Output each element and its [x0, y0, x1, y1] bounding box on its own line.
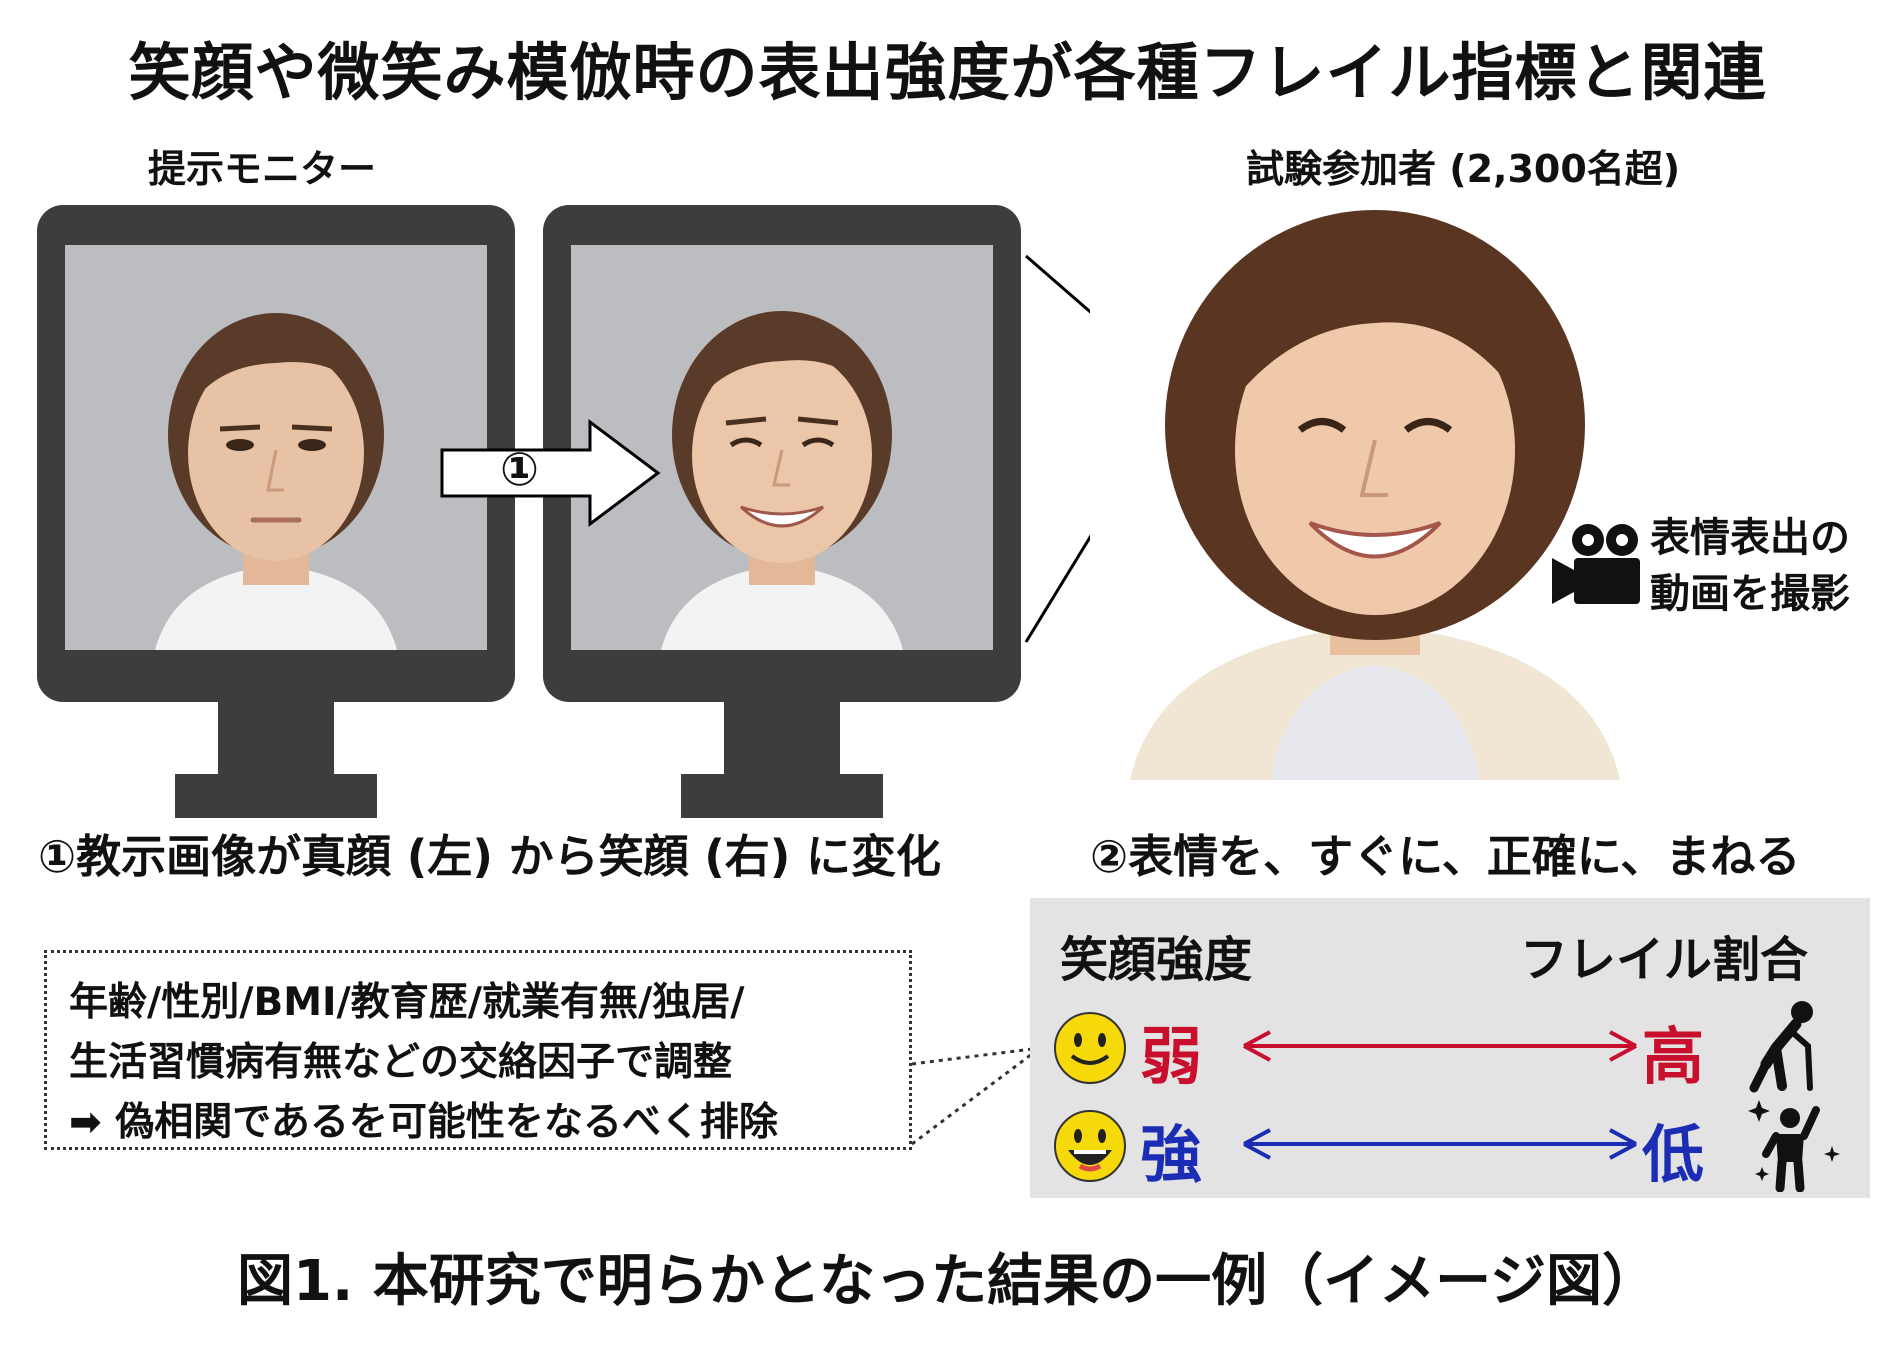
frail-person-icon: [1746, 998, 1826, 1098]
participant-image: [1090, 205, 1660, 780]
caption-right: ②表情を、すぐに、正確に、まねる: [1090, 830, 1801, 883]
big-smile-icon: [1052, 1108, 1128, 1188]
confounder-note: 年齢/性別/BMI/教育歴/就業有無/独居/ 生活習慣病有無などの交絡因子で調整…: [44, 950, 912, 1150]
figure-caption: 図1. 本研究で明らかとなった結果の一例（イメージ図）: [237, 1249, 1658, 1314]
strong-label: 強: [1140, 1118, 1203, 1191]
video-camera-icon: [1548, 520, 1648, 612]
note-line-3: ➡ 偽相関であるを可能性をなるべく排除: [69, 1100, 778, 1145]
main-title: 笑顔や微笑み模倣時の表出強度が各種フレイル指標と関連: [128, 36, 1767, 109]
change-arrow: ①: [440, 418, 662, 532]
caption-left: ①教示画像が真顔 (左) から笑顔 (右) に変化: [38, 830, 942, 883]
healthy-person-icon: [1746, 1092, 1846, 1196]
arrow-number: ①: [500, 442, 539, 496]
note-line-1: 年齢/性別/BMI/教育歴/就業有無/独居/: [69, 980, 745, 1025]
smiling-face-image: [571, 245, 993, 650]
note-line-2: 生活習慣病有無などの交絡因子で調整: [69, 1040, 733, 1085]
result-panel: 笑顔強度 フレイル割合 弱 高: [1030, 898, 1870, 1198]
strong-double-arrow: [1243, 1128, 1637, 1160]
mild-smile-icon: [1052, 1010, 1128, 1090]
participant-label: 試験参加者 (2,300名超): [1246, 147, 1681, 191]
weak-label: 弱: [1140, 1020, 1203, 1093]
weak-double-arrow: [1243, 1030, 1637, 1062]
smile-intensity-header: 笑顔強度: [1060, 932, 1253, 988]
low-label: 低: [1642, 1118, 1705, 1191]
high-label: 高: [1642, 1020, 1705, 1093]
monitor-label: 提示モニター: [148, 147, 377, 191]
callout-lines: [911, 1046, 1041, 1146]
frailty-rate-header: フレイル割合: [1520, 932, 1809, 988]
neutral-face-image: [65, 245, 487, 650]
video-label: 表情表出の 動画を撮影: [1650, 515, 1850, 617]
